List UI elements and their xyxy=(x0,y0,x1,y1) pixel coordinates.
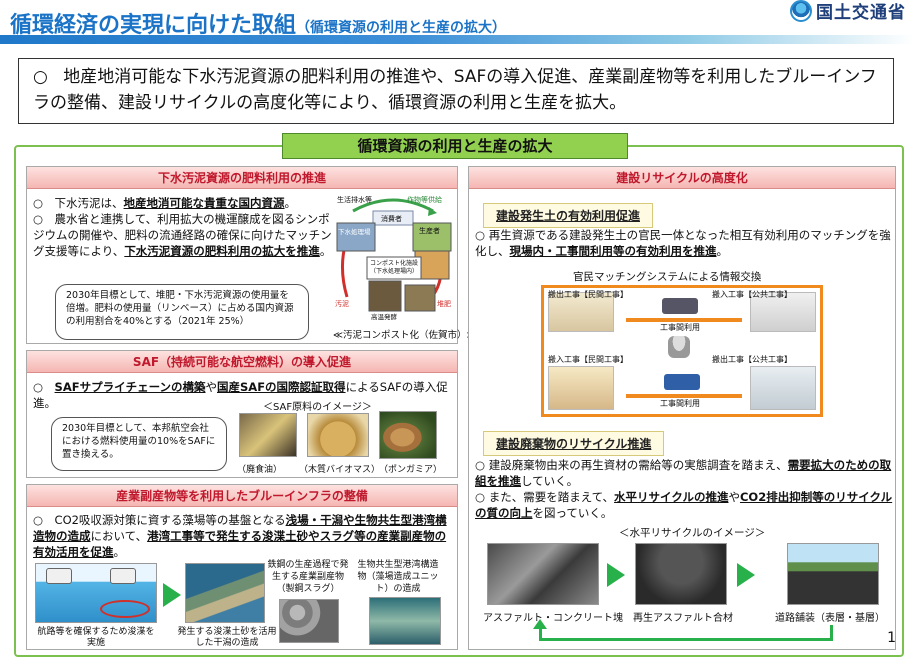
steel-slag-image xyxy=(279,599,339,643)
horizontal-recycle-title: ＜水平リサイクルのイメージ＞ xyxy=(619,527,766,539)
site-in-private xyxy=(548,366,614,410)
site-out-public xyxy=(750,366,816,410)
recycle-arrow-icon xyxy=(607,563,625,587)
sludge-compost-diagram: 生活排水等 作物等供給 消費者 下水処理場 生産者 コンポスト化施設（下水処理場… xyxy=(333,193,455,321)
recycle-arrow-icon-2 xyxy=(737,563,755,587)
arrow-right-top xyxy=(626,318,742,322)
tidal-caption: 発生する浚渫土砂を活用した干潟の造成 xyxy=(177,627,277,648)
saf-heading: SAF（持続可能な航空燃料）の導入促進 xyxy=(27,351,457,373)
title-rule xyxy=(0,35,914,44)
blue-infra-panel: 産業副産物等を利用したブルーインフラの整備 ○ CO2吸収源対策に資する藻場等の… xyxy=(26,484,458,650)
slag-caption: 鉄鋼の生産過程で発生する産業副産物（製鋼スラグ） xyxy=(267,560,349,594)
matching-diagram: 搬出工事【民間工事】 搬入工事【公共工事】 搬入工事【民間工事】 搬出工事【公共… xyxy=(541,285,823,417)
diagram-label-fermentation: 高温発酵 xyxy=(371,313,397,321)
recycled-asphalt-image xyxy=(635,543,727,605)
wood-biomass-image xyxy=(307,413,369,457)
summary-box: ○ 地産地消可能な下水汚泥資源の肥料利用の推進や、SAFの導入促進、産業副産物等… xyxy=(18,58,894,124)
diagram-label-plant: 下水処理場 xyxy=(338,228,371,236)
sewage-heading: 下水汚泥資源の肥料利用の推進 xyxy=(27,167,457,189)
waste-subheading: 建設廃棄物のリサイクル推進 xyxy=(483,431,665,456)
compost-cycle-graphic xyxy=(336,198,452,312)
saf-image-title: ＜SAF原料のイメージ＞ xyxy=(263,402,372,413)
page-number: 1 xyxy=(887,630,896,646)
caption-debris: アスファルト・コンクリート塊 xyxy=(483,613,623,624)
dump-truck-icon-2 xyxy=(664,374,700,390)
sewage-point-2: ○ 農水省と連携して、利用拡大の機運醸成を図るシンポジウムの開催や、肥料の流通経… xyxy=(33,212,332,258)
recycle-heading: 建設リサイクルの高度化 xyxy=(469,167,895,189)
matching-title: 官民マッチングシステムによる情報交換 xyxy=(573,271,762,283)
caption-road: 道路舗装（表層・基層） xyxy=(775,613,885,624)
channel-ellipse xyxy=(100,600,150,618)
return-arrowhead-icon xyxy=(533,619,547,629)
recycle-panel: 建設リサイクルの高度化 建設発生土の有効利用促進 ○ 再生資源である建設発生土の… xyxy=(468,166,896,650)
road-paving-image xyxy=(787,543,879,605)
waste-point-1: ○ 建設廃棄物由来の再生資材の需給等の実態調査を踏まえ、需要拡大のための取組を推… xyxy=(475,458,892,488)
site-in-public xyxy=(750,292,816,332)
dredging-illustration xyxy=(35,563,157,623)
blue-infra-text: ○ CO2吸収源対策に資する藻場等の基盤となる浅場・干潟や生物共生型港湾構造物の… xyxy=(33,513,447,559)
ministry-name: 国土交通省 xyxy=(816,3,906,23)
diagram-label-producer: 生産者 xyxy=(419,227,440,235)
label-in-private: 搬入工事【民間工事】 xyxy=(548,355,628,364)
ministry-logo: 国土交通省 xyxy=(790,0,906,23)
pongamia-image xyxy=(379,411,437,459)
saf-caption-biomass: （木質バイオマス） xyxy=(299,465,381,475)
diagram-label-compost: コンポスト化施設（下水処理場内） xyxy=(369,260,418,275)
section-banner: 循環資源の利用と生産の拡大 xyxy=(282,133,628,159)
saf-panel: SAF（持続可能な航空燃料）の導入促進 ○ SAFサプライチェーンの構築や国産S… xyxy=(26,350,458,478)
page-subtitle: （循環資源の利用と生産の拡大） xyxy=(296,20,507,36)
dredge-caption: 航路等を確保するため浚渫を実施 xyxy=(37,627,155,648)
diagram-label-sludge: 汚泥 xyxy=(335,300,349,308)
mlit-emblem-icon xyxy=(790,0,812,22)
sewage-text: ○ 下水汚泥は、地産地消可能な貴重な国内資源。 ○ 農水省と連携して、利用拡大の… xyxy=(33,195,333,259)
saf-text: ○ SAFサプライチェーンの構築や国産SAFの国際認証取得によるSAFの導入促進… xyxy=(33,380,448,410)
diagram-label-supply: 作物等供給 xyxy=(407,196,442,204)
arrow-left-bottom xyxy=(626,394,742,398)
label-out-public: 搬出工事【公共工事】 xyxy=(712,355,792,364)
blue-infra-heading: 産業副産物等を利用したブルーインフラの整備 xyxy=(27,485,457,507)
sewage-point-1: ○ 下水汚泥は、地産地消可能な貴重な国内資源。 xyxy=(33,196,297,210)
label-in-public: 搬入工事【公共工事】 xyxy=(712,290,792,299)
return-arrow xyxy=(539,625,833,641)
soil-text: ○ 再生資源である建設発生土の官民一体となった相互有効利用のマッチングを強化し、… xyxy=(475,228,891,258)
saf-caption-oil: （廃食油） xyxy=(237,465,283,475)
flow-arrow-icon xyxy=(163,583,181,607)
label-transfer-top: 工事間利用 xyxy=(660,323,700,332)
saf-target: 2030年目標として、本邦航空会社における燃料使用量の10%をSAFに置き換える… xyxy=(51,417,227,471)
sewage-caption: ≪汚泥コンポスト化（佐賀市）≫ xyxy=(333,330,477,341)
diagram-label-manure: 堆肥 xyxy=(437,300,451,308)
site-out-private xyxy=(548,292,614,332)
tidal-flat-image xyxy=(185,563,265,623)
dredger-ship-icon xyxy=(46,568,72,584)
dredger-ship-icon-2 xyxy=(110,568,136,584)
caption-recycled-asphalt: 再生アスファルト合材 xyxy=(633,613,733,624)
page-title: 循環経済の実現に向けた取組（循環資源の利用と生産の拡大） xyxy=(10,13,507,38)
summary-text: 地産地消可能な下水汚泥資源の肥料利用の推進や、SAFの導入促進、産業副産物等を利… xyxy=(33,67,877,113)
sewage-target: 2030年目標として、堆肥・下水汚泥資源の使用量を倍増。肥料の使用量（リンベース… xyxy=(55,284,309,340)
waste-oil-image xyxy=(239,413,297,457)
label-transfer-bottom: 工事間利用 xyxy=(660,399,700,408)
unit-caption: 生物共生型港湾構造物（藻場造成ユニット）の造成 xyxy=(357,560,439,594)
dump-truck-icon xyxy=(662,298,698,314)
label-out-private: 搬出工事【民間工事】 xyxy=(548,290,628,299)
saf-caption-pongamia: （ポンガミア） xyxy=(379,465,443,475)
concrete-debris-image xyxy=(487,543,599,605)
seaweed-unit-image xyxy=(369,597,441,645)
summary-bullet: ○ xyxy=(33,67,48,87)
diagram-label-drainage: 生活排水等 xyxy=(337,196,372,204)
database-icon xyxy=(668,336,690,358)
waste-point-2: ○ また、需要を踏まえて、水平リサイクルの推進やCO2排出抑制等のリサイクルの質… xyxy=(475,490,893,520)
sewage-panel: 下水汚泥資源の肥料利用の推進 ○ 下水汚泥は、地産地消可能な貴重な国内資源。 ○… xyxy=(26,166,476,344)
diagram-label-consumer: 消費者 xyxy=(381,215,402,223)
waste-text: ○ 建設廃棄物由来の再生資材の需給等の実態調査を踏まえ、需要拡大のための取組を推… xyxy=(475,457,893,521)
soil-subheading: 建設発生土の有効利用促進 xyxy=(483,203,654,228)
